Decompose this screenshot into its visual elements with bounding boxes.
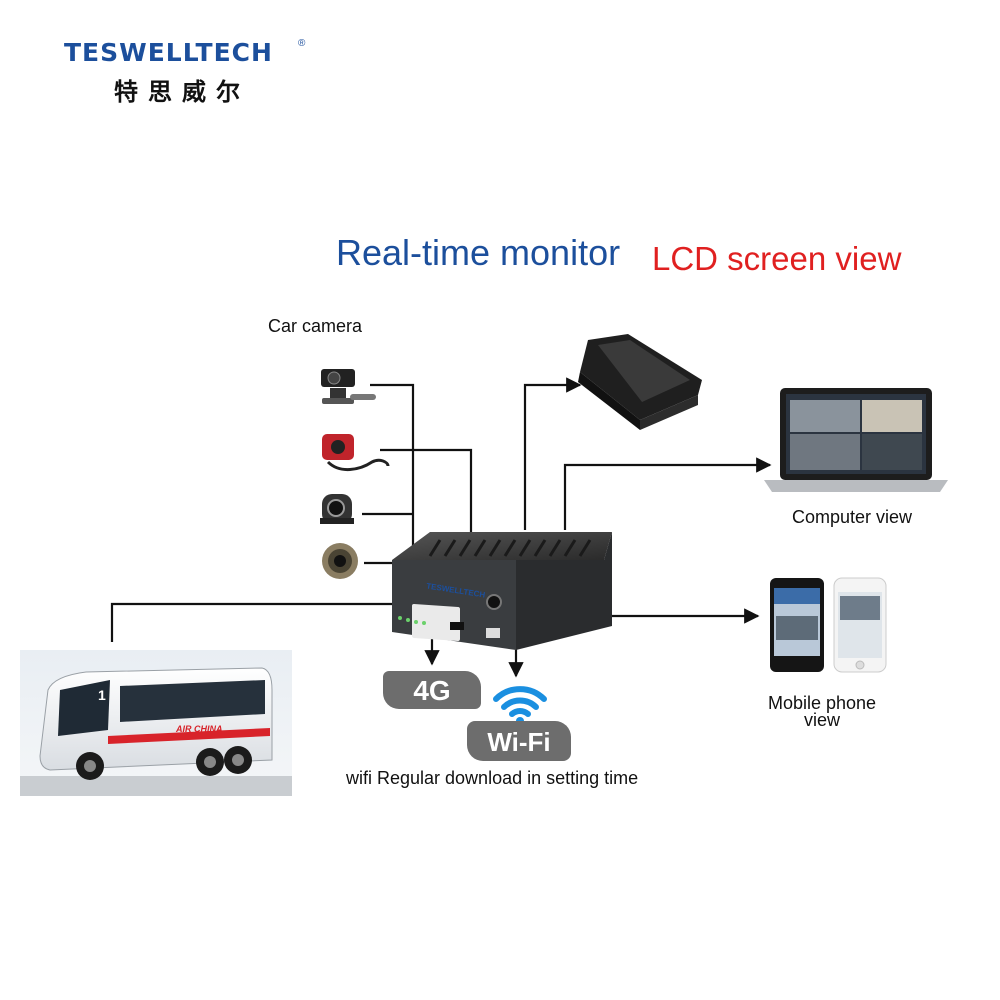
bus-image: 1 AIR CHINA [20,650,292,796]
lcd-wire [523,377,582,530]
bus-wire [110,602,398,642]
camera-box-icon [321,369,376,404]
brand-logo-text: TESWELLTECH [64,38,273,67]
registered-mark: ® [298,38,306,49]
badge-wifi: Wi-Fi [467,721,571,761]
title-lcd-screen-view: LCD screen view [652,240,902,277]
camera-dome-icon [322,543,358,579]
label-mobile-phone-view: Mobile phone view [767,693,877,730]
badge-4g: 4G [383,671,481,709]
camera-red-icon [322,434,390,471]
wifi-icon [493,686,547,725]
label-computer-view: Computer view [792,507,913,527]
brand-logo-chinese: 特思威尔 [114,78,250,106]
computer-wire [563,457,772,530]
title-realtime-monitor: Real-time monitor [336,232,621,273]
mobile-dvr-device [392,532,612,650]
lcd-monitor-icon [578,334,702,430]
laptop-icon [764,388,948,492]
phone-android-icon [770,578,824,672]
bus-route-number: 1 [98,687,106,703]
label-car-camera: Car camera [268,316,363,336]
camera-side-icon [320,494,354,524]
label-wifi-download: wifi Regular download in setting time [346,768,639,788]
bus-livery-text: AIR CHINA [175,724,223,734]
phone-iphone-icon [833,577,887,673]
